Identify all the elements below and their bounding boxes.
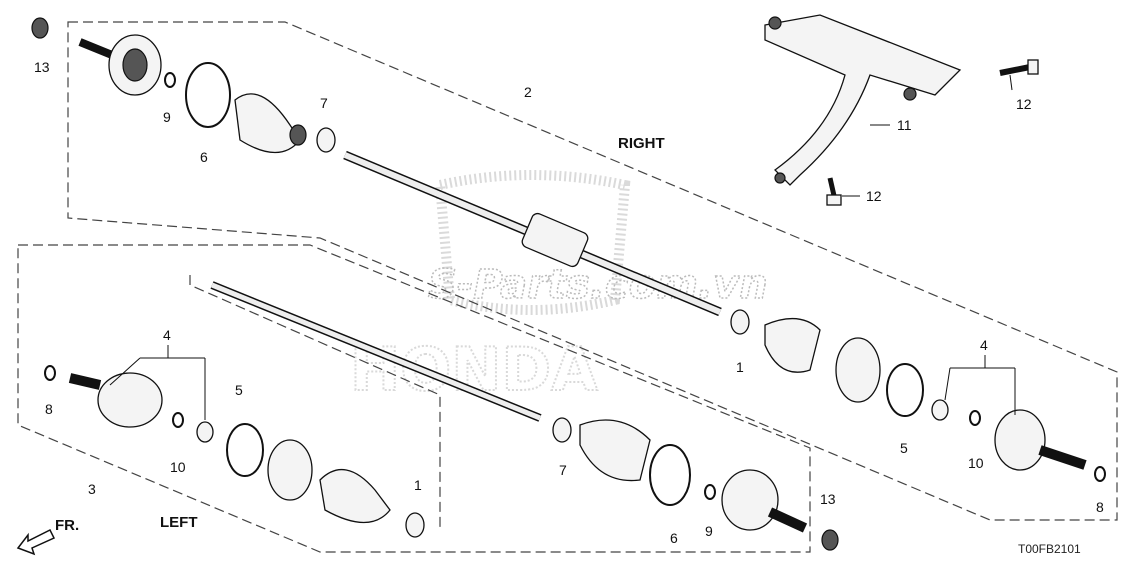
callout-1: 1 [736,359,744,375]
boot-clamp[interactable] [552,417,572,443]
spindle-nut[interactable] [31,17,49,39]
boot-band[interactable] [649,444,691,506]
left-shaft-box [189,275,441,530]
watermark-text: S-Parts.com.vn [428,262,768,308]
callout-4: 4 [163,327,171,343]
dynamic-damper[interactable] [835,337,881,403]
right-outer-boot[interactable] [764,318,821,373]
front-direction-label: FR. [55,517,79,534]
right-inner-joint[interactable] [78,34,162,96]
callout-10: 10 [968,455,984,471]
left-driveshaft[interactable] [210,281,542,422]
callout-6: 6 [200,149,208,165]
bearing-support-bracket[interactable] [764,14,962,186]
callout-11: 11 [897,117,912,133]
right-group-label: RIGHT [618,135,665,152]
right-outer-joint[interactable] [994,409,1087,471]
right-driveshaft[interactable] [343,150,722,317]
tripod-joint[interactable] [931,399,949,421]
diagram-code: T00FB2101 [1018,542,1081,556]
callout-9: 9 [705,523,713,539]
callout-5: 5 [900,440,908,456]
circlip[interactable] [44,365,56,381]
callout-7: 7 [320,95,328,111]
boot-band[interactable] [886,363,924,417]
boot-clamp[interactable] [730,309,750,335]
callout-1: 1 [414,477,422,493]
boot-band[interactable] [185,62,231,128]
circlip[interactable] [969,410,981,426]
boot-clamp[interactable] [405,512,425,538]
callout-9: 9 [163,109,171,125]
callout-3: 3 [88,481,96,497]
circlip[interactable] [704,484,716,500]
tripod-joint[interactable] [196,421,214,443]
right-boot-inner[interactable] [234,93,307,153]
flange-bolt[interactable] [999,59,1039,76]
callout-6: 6 [670,530,678,546]
callout-13: 13 [820,491,836,507]
left-outer-joint[interactable] [721,469,808,533]
circlip[interactable] [172,412,184,428]
left-group-label: LEFT [160,514,198,531]
boot-clamp[interactable] [316,127,336,153]
left-boot-inner[interactable] [319,468,391,523]
front-direction-arrow-icon [16,528,56,556]
callout-8: 8 [45,401,53,417]
callout-12: 12 [1016,96,1032,112]
callout-7: 7 [559,462,567,478]
leader-lines [109,74,1016,420]
left-outer-boot[interactable] [579,419,651,482]
callout-12: 12 [866,188,882,204]
callout-13: 13 [34,59,50,75]
callout-5: 5 [235,382,243,398]
dynamic-damper[interactable] [267,439,313,501]
callout-8: 8 [1096,499,1104,515]
left-inner-joint[interactable] [68,372,163,428]
spindle-nut[interactable] [821,529,839,551]
left-group-box [17,244,811,553]
right-group-box [67,21,1118,521]
circlip[interactable] [1094,466,1106,482]
flange-bolt[interactable] [826,177,842,206]
circlip[interactable] [164,72,176,88]
callout-2: 2 [524,84,532,100]
boot-band[interactable] [226,423,264,477]
callout-10: 10 [170,459,186,475]
callout-4: 4 [980,337,988,353]
